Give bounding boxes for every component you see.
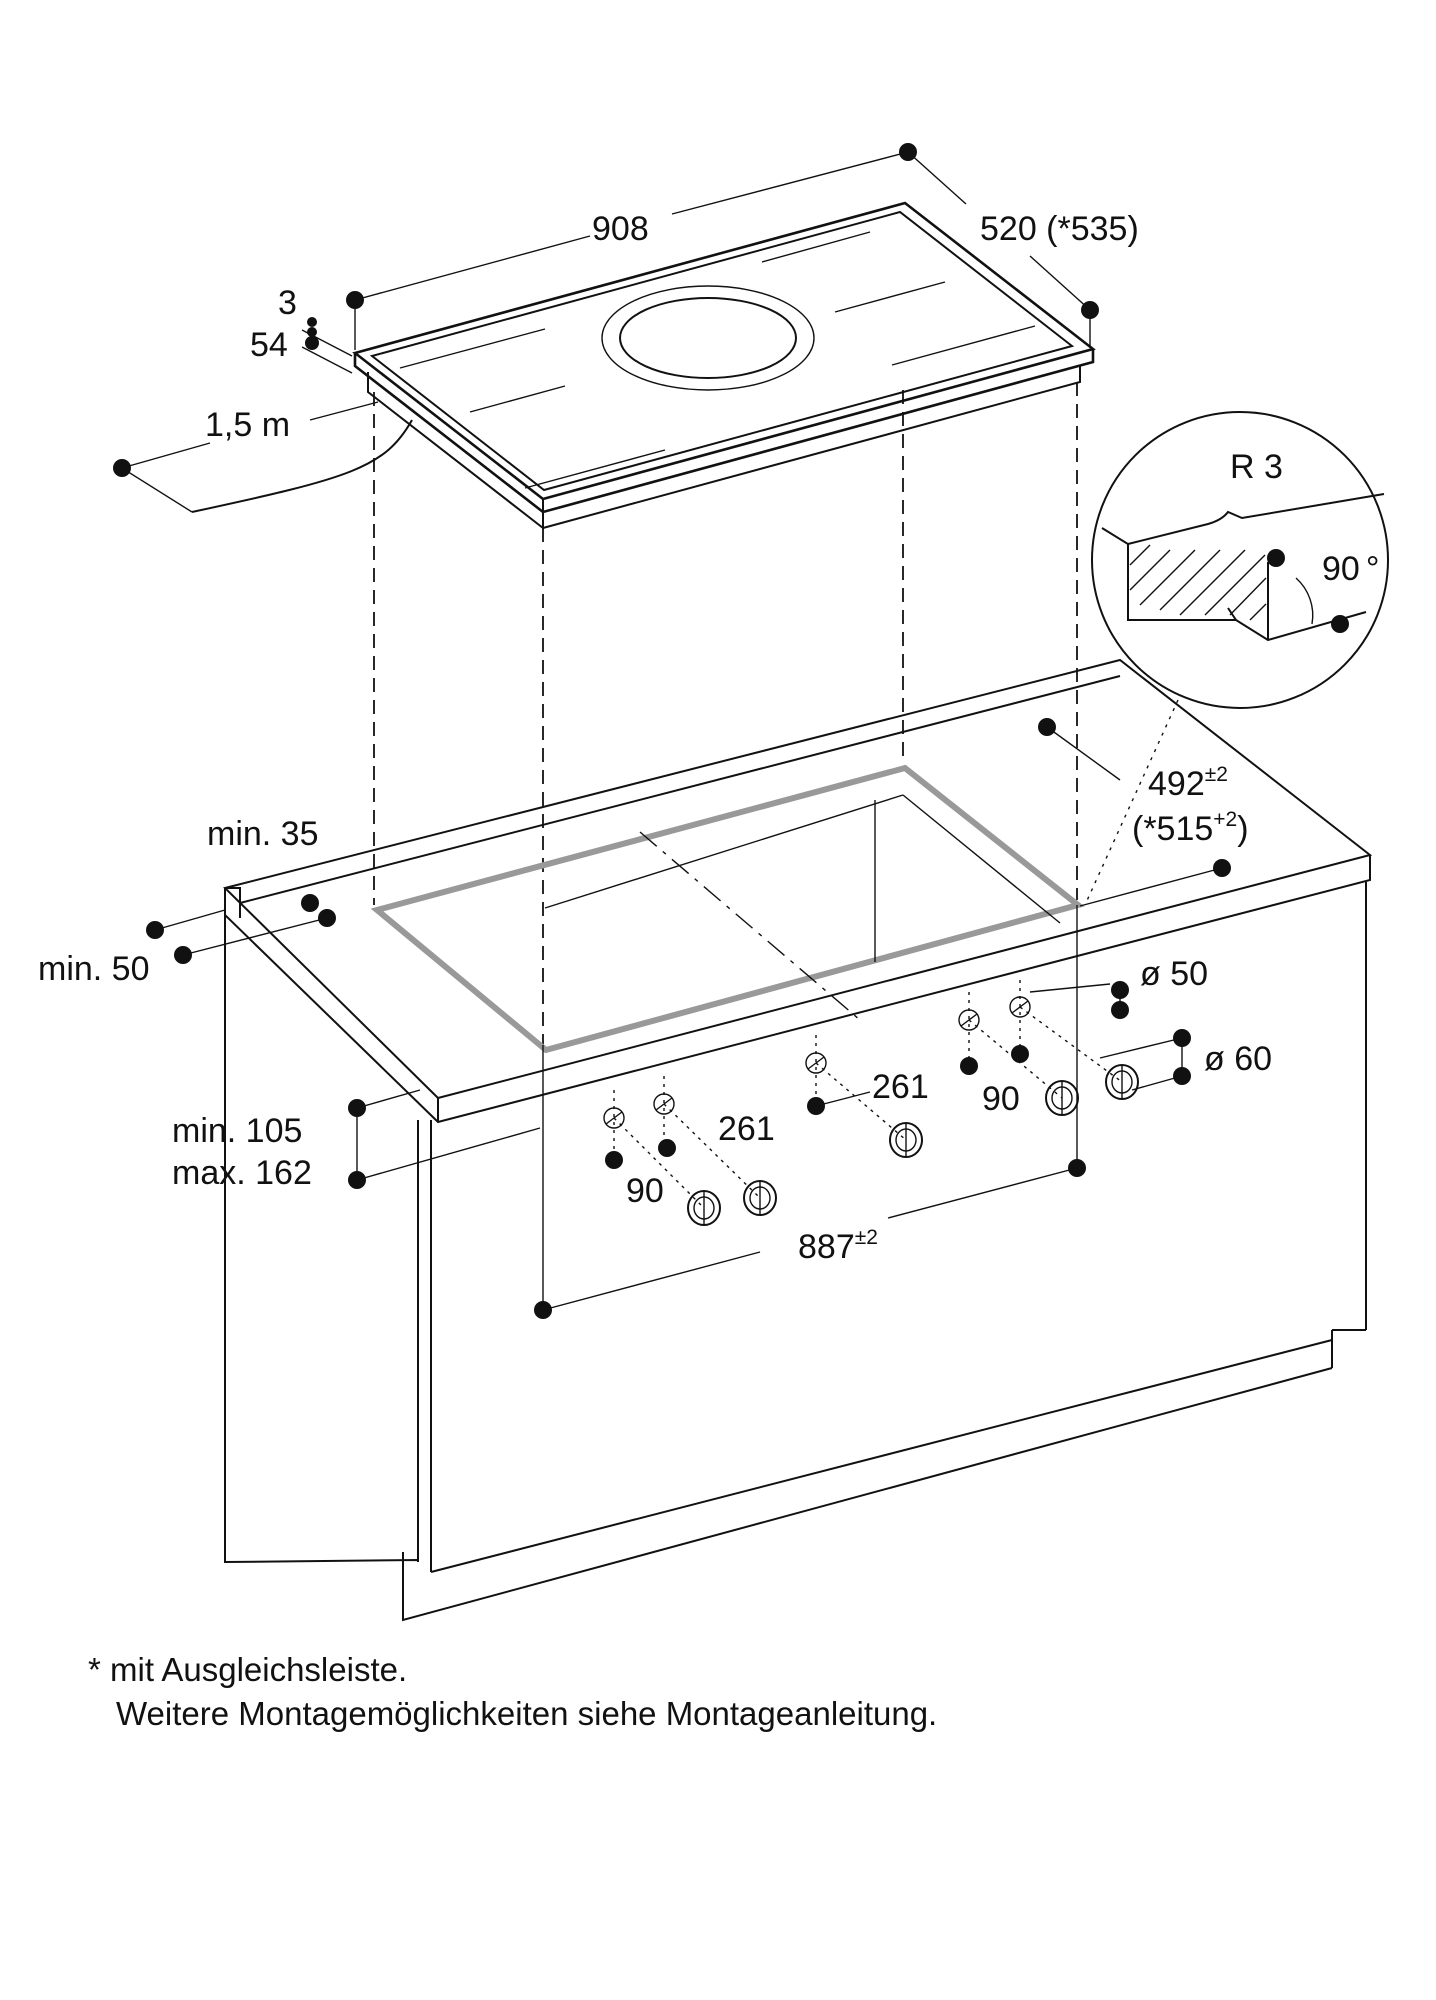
thickness-label: 3 xyxy=(278,284,297,322)
knob-2 xyxy=(743,1180,777,1216)
radius-label: R 3 xyxy=(1230,448,1283,486)
cabinet xyxy=(224,882,1367,1622)
depth-label: 520 (*535) xyxy=(980,210,1139,248)
control-knobs xyxy=(603,980,1139,1226)
projection-lines xyxy=(373,382,1078,1045)
power-cable xyxy=(191,419,413,513)
knob-offset-90-right: 90 xyxy=(982,1080,1020,1118)
knob-4 xyxy=(1045,1080,1079,1116)
footnote: * mit Ausgleichsleiste. Weitere Montagem… xyxy=(88,1648,937,1736)
min-50-label: min. 50 xyxy=(38,950,150,988)
countertop xyxy=(223,658,1373,1124)
knob-3 xyxy=(889,1122,923,1158)
height-label: 54 xyxy=(250,326,288,364)
min-105-label: min. 105 xyxy=(172,1112,302,1150)
angle-label: 90° xyxy=(1322,550,1379,588)
diameter-50-label: ø 50 xyxy=(1140,955,1208,993)
diameter-60-label: ø 60 xyxy=(1204,1040,1272,1078)
dimension-dots xyxy=(113,143,1231,1319)
cutout xyxy=(370,764,1085,1054)
footnote-line-2: Weitere Montagemöglichkeiten siehe Monta… xyxy=(116,1695,938,1732)
knob-5 xyxy=(1105,1064,1139,1100)
cable-length-label: 1,5 m xyxy=(205,406,290,444)
knob-spacing-261-left: 261 xyxy=(718,1110,775,1148)
footnote-line-1: * mit Ausgleichsleiste. xyxy=(88,1651,408,1688)
min-35-label: min. 35 xyxy=(207,815,319,853)
cutout-depth-label: 492±2 xyxy=(1148,763,1228,803)
vent-outer xyxy=(601,285,815,391)
cutout-depth-alt-label: (*515+2) xyxy=(1132,808,1249,848)
vent-inner xyxy=(619,297,797,379)
max-162-label: max. 162 xyxy=(172,1154,312,1192)
knob-spacing-261-right: 261 xyxy=(872,1068,929,1106)
edge-detail: R 3 90° xyxy=(1084,411,1389,906)
dimension-labels: 908 520 (*535) 3 54 1,5 m min. 35 min. 5… xyxy=(38,210,1272,1266)
knob-1 xyxy=(687,1190,721,1226)
knob-offset-90-left: 90 xyxy=(626,1172,664,1210)
width-label: 908 xyxy=(592,210,649,248)
cutout-width-label: 887±2 xyxy=(798,1226,878,1266)
cooktop xyxy=(191,201,1096,531)
